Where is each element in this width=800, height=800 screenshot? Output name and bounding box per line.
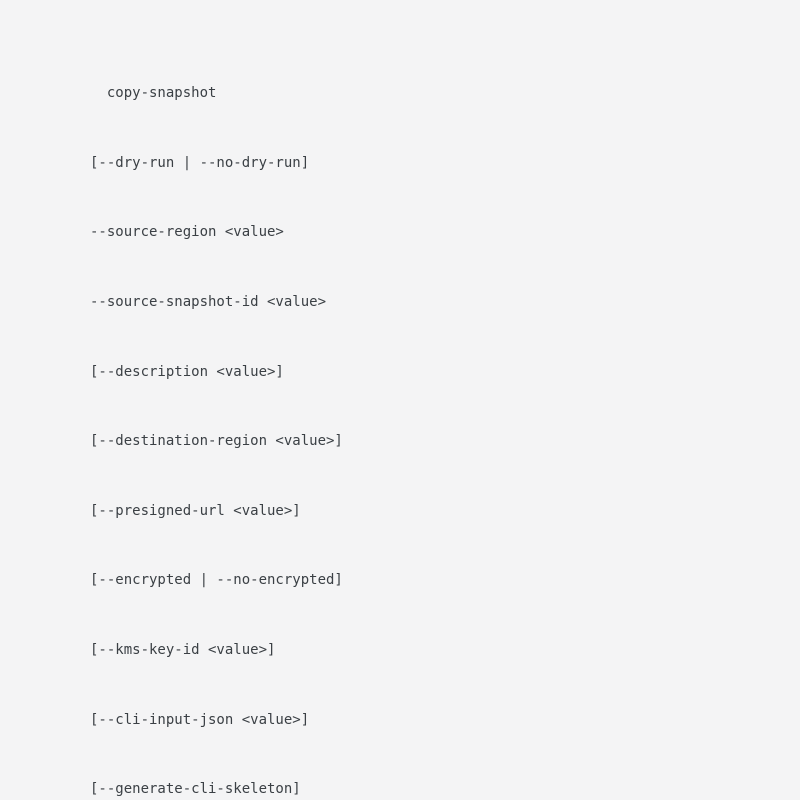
synopsis-line-source-region: --source-region <value> bbox=[90, 224, 284, 241]
synopsis-line-presigned-url: [--presigned-url <value>] bbox=[90, 502, 301, 519]
synopsis-line-destination-region: [--destination-region <value>] bbox=[90, 433, 343, 450]
synopsis-line-kms-key-id: [--kms-key-id <value>] bbox=[90, 641, 276, 658]
synopsis-line-generate-cli-skeleton: [--generate-cli-skeleton] bbox=[90, 781, 301, 798]
synopsis-line-command: copy-snapshot bbox=[90, 85, 217, 102]
synopsis-line-dry-run: [--dry-run | --no-dry-run] bbox=[90, 154, 310, 171]
synopsis-line-source-snapshot-id: --source-snapshot-id <value> bbox=[90, 293, 327, 310]
synopsis-line-encrypted: [--encrypted | --no-encrypted] bbox=[90, 572, 343, 589]
synopsis-line-cli-input-json: [--cli-input-json <value>] bbox=[90, 711, 310, 728]
page-background: { "synopsis": { "lines": [ " copy-snapsh… bbox=[90, 85, 343, 798]
synopsis-line-description: [--description <value>] bbox=[90, 363, 284, 380]
cli-synopsis-code-block: copy-snapshot [--dry-run | --no-dry-run]… bbox=[90, 59, 343, 800]
